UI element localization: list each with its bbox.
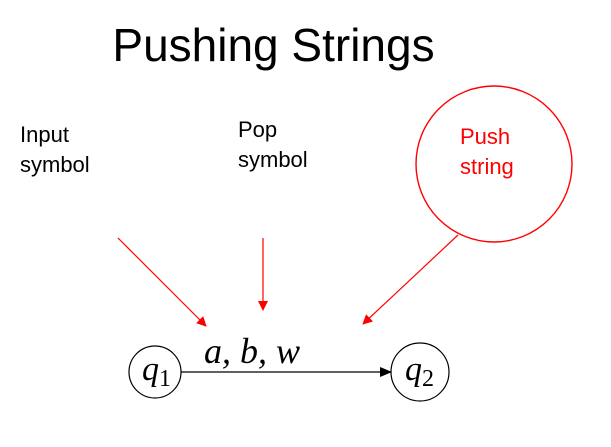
slide-title: Pushing Strings: [112, 19, 435, 71]
push-string-label: Push string: [460, 122, 514, 182]
push-string-ellipse: [415, 85, 573, 243]
state-q2-label: q2: [405, 351, 434, 392]
pop-symbol-label: Pop symbol: [238, 115, 308, 175]
state-q1-subscript: 1: [159, 366, 171, 392]
input-symbol-label: Input symbol: [20, 120, 90, 180]
state-q2-name: q: [405, 351, 422, 388]
push-string-label-line2: string: [460, 154, 514, 179]
input-symbol-label-line1: Input: [20, 122, 69, 147]
pop-symbol-label-line1: Pop: [238, 117, 278, 142]
state-q2-subscript: 2: [422, 366, 434, 392]
state-q1-label: q1: [142, 351, 171, 392]
pop-symbol-label-line2: symbol: [238, 147, 308, 172]
input-symbol-arrow: [117, 237, 207, 327]
push-string-label-line1: Push: [460, 124, 511, 149]
transition-label: a, b, w: [204, 331, 301, 371]
push-string-arrow: [362, 234, 459, 325]
state-q1-name: q: [142, 351, 159, 388]
input-symbol-label-line2: symbol: [20, 152, 90, 177]
